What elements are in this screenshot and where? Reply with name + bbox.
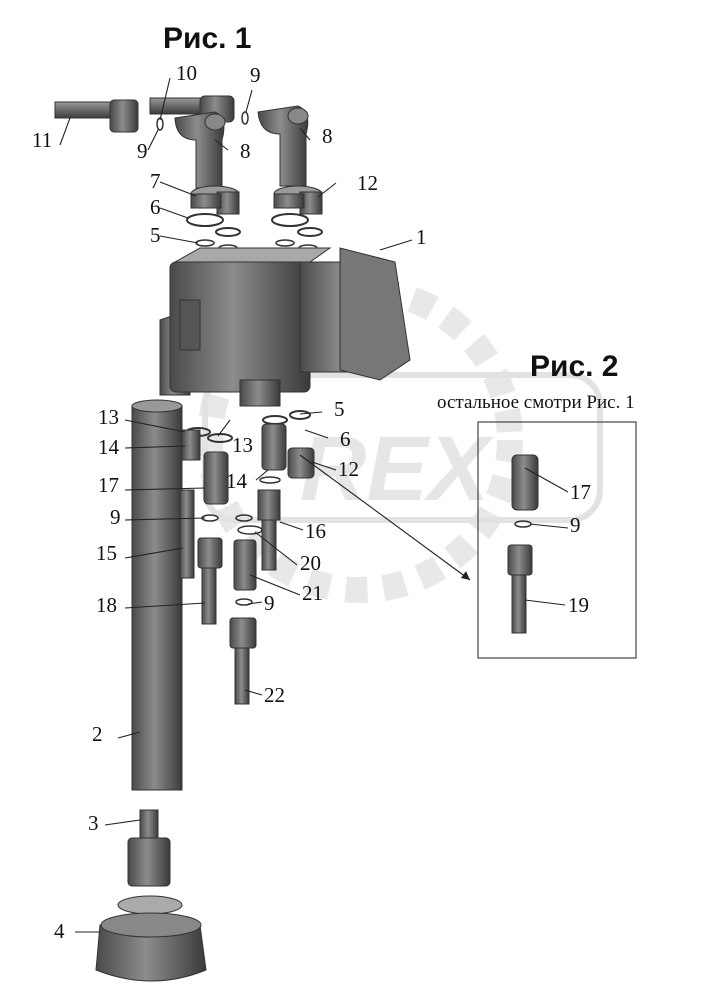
part-9-oring-b <box>241 111 249 125</box>
part-22-tube <box>229 617 257 705</box>
part-15-tube <box>179 489 195 579</box>
fig2-part-19 <box>507 544 533 634</box>
leader-lines <box>59 77 569 933</box>
label-9-top-right: 9 <box>250 63 261 87</box>
label-17-fig2: 17 <box>570 480 591 504</box>
label-8-left: 8 <box>240 139 251 163</box>
fig1-title: Рис. 1 <box>163 22 252 55</box>
watermark-text: REX <box>300 418 494 520</box>
part-16-sleeve <box>257 489 281 571</box>
label-15: 15 <box>96 541 117 565</box>
part-6-washers <box>186 213 323 237</box>
part-12-adapter <box>273 185 323 215</box>
label-19: 19 <box>568 593 589 617</box>
part-3-fitting <box>127 809 171 887</box>
label-22: 22 <box>264 683 285 707</box>
label-10: 10 <box>176 61 197 85</box>
part-1-housing <box>159 247 411 407</box>
part-7-adapter <box>190 185 240 215</box>
label-9-lower: 9 <box>264 591 275 615</box>
label-17-left: 17 <box>98 473 119 497</box>
label-1: 1 <box>416 225 427 249</box>
part-17-fitting <box>203 451 229 505</box>
part-14-fitting <box>181 429 201 461</box>
label-21: 21 <box>302 581 323 605</box>
fig2-part-17 <box>511 454 539 511</box>
label-8-right: 8 <box>322 124 333 148</box>
label-9-fig2: 9 <box>570 513 581 537</box>
part-4-nut <box>95 895 207 982</box>
label-6-top: 6 <box>150 195 161 219</box>
label-3: 3 <box>88 811 99 835</box>
part-14-fitting-b <box>261 423 287 471</box>
label-13-mid: 13 <box>232 433 253 457</box>
label-16: 16 <box>305 519 326 543</box>
part-18-tube <box>197 537 223 625</box>
label-4: 4 <box>54 919 65 943</box>
label-5-top: 5 <box>150 223 161 247</box>
part-11-tube <box>54 99 139 133</box>
part-21-fitting <box>233 539 257 591</box>
label-9-mid: 9 <box>110 505 121 529</box>
label-18: 18 <box>96 593 117 617</box>
label-9-top-left: 9 <box>137 139 148 163</box>
label-12-top: 12 <box>357 171 378 195</box>
label-5-mid: 5 <box>334 397 345 421</box>
part-8-elbow-left <box>174 111 226 189</box>
fig2-note: остальное смотри Рис. 1 <box>437 392 635 413</box>
label-7: 7 <box>150 169 161 193</box>
fig2-title: Рис. 2 <box>530 350 619 383</box>
label-12-mid: 12 <box>338 457 359 481</box>
fig2-frame <box>477 421 637 659</box>
label-6-mid: 6 <box>340 427 351 451</box>
label-14-mid: 14 <box>226 469 248 493</box>
part-2-tube <box>131 399 183 791</box>
label-14-left: 14 <box>98 435 120 459</box>
label-2: 2 <box>92 722 103 746</box>
part-8-elbow-right <box>257 105 309 187</box>
label-20: 20 <box>300 551 321 575</box>
label-11: 11 <box>32 128 52 152</box>
label-13-left: 13 <box>98 405 119 429</box>
fig2-arrow <box>299 454 471 581</box>
